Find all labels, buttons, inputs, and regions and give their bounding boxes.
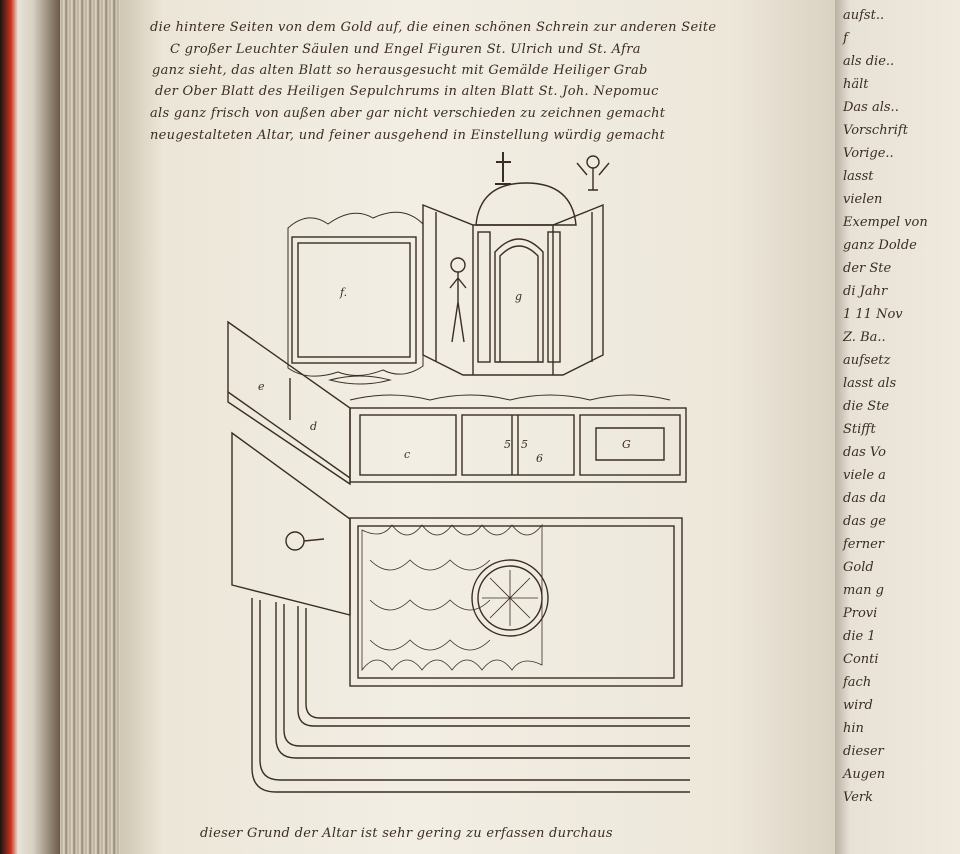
facing-note-line: hin [843,721,864,736]
facing-note-line: lasst als [843,376,897,391]
facing-note-line: als die.. [843,54,895,69]
facing-note-line: der Ste [843,261,892,276]
framed-painting-f: f. [287,211,424,377]
text-line-2: C großer Leuchter Säulen und Engel Figur… [170,42,641,57]
facing-note-line: hält [843,77,869,92]
facing-note-line: Z. Ba.. [843,330,886,345]
facing-note-line: Gold [843,560,874,575]
antependium [349,517,683,687]
altar-retable: c 5 5 6 G [349,394,687,483]
facing-note-line: Augen [843,767,886,782]
facing-note-line: Vorige.. [843,146,894,161]
facing-note-line: aufst.. [843,8,885,23]
cartouche-label: G [622,438,631,451]
facing-note-line: dieser [843,744,884,759]
side-label-d: d [310,420,317,433]
facing-note-line: das Vo [843,445,886,460]
shrine-g: g [422,152,610,376]
side-gradus: e d [227,320,351,616]
facing-note-line: 1 11 Nov [843,307,903,322]
text-line-6: neugestalteten Altar, und feiner ausgehe… [150,128,666,143]
facing-note-line: Provi [843,606,878,621]
door-label-2: 5 [521,438,528,451]
facing-note-line: viele a [843,468,886,483]
side-label-e: e [258,380,265,393]
door-label-1: 5 [504,438,511,451]
text-line-4: der Ober Blatt des Heiligen Sepulchrums … [155,84,659,99]
painting-label: f. [339,286,347,299]
facing-note-line: aufsetz [843,353,891,368]
facing-note-line: vielen [843,192,883,207]
facing-note-line: ganz Dolde [843,238,917,253]
facing-note-line: ferner [843,537,884,552]
facing-note-line: lasst [843,169,874,184]
altar-steps [251,598,690,793]
facing-note-line: die 1 [843,629,876,644]
book-spine-edge [0,0,60,854]
facing-note-line: das ge [843,514,886,529]
facing-note-line: die Ste [843,399,890,414]
facing-note-line: wird [843,698,873,713]
text-line-1: die hintere Seiten von dem Gold auf, die… [150,20,717,35]
manuscript-page: die hintere Seiten von dem Gold auf, die… [120,0,840,854]
text-line-3: ganz sieht, das alten Blatt so herausges… [152,63,648,78]
facing-note-line: fach [843,675,872,690]
facing-note-line: Das als.. [843,100,899,115]
bottom-text-line: dieser Grund der Altar ist sehr gering z… [200,826,613,841]
door-label-3: 6 [536,452,543,465]
shrine-label: g [515,290,522,303]
facing-note-line: Verk [843,790,873,805]
facing-note-line: man g [843,583,884,598]
facing-note-line: Exempel von [843,215,928,230]
facing-note-line: das da [843,491,886,506]
facing-note-line: Conti [843,652,879,667]
drawer-label-c: c [404,448,410,461]
facing-note-line: Stifft [843,422,876,437]
facing-note-line: Vorschrift [843,123,908,138]
facing-note-line: f [843,31,848,46]
facing-note-line: di Jahr [843,284,888,299]
text-line-5: als ganz frisch von außen aber gar nicht… [150,106,666,121]
